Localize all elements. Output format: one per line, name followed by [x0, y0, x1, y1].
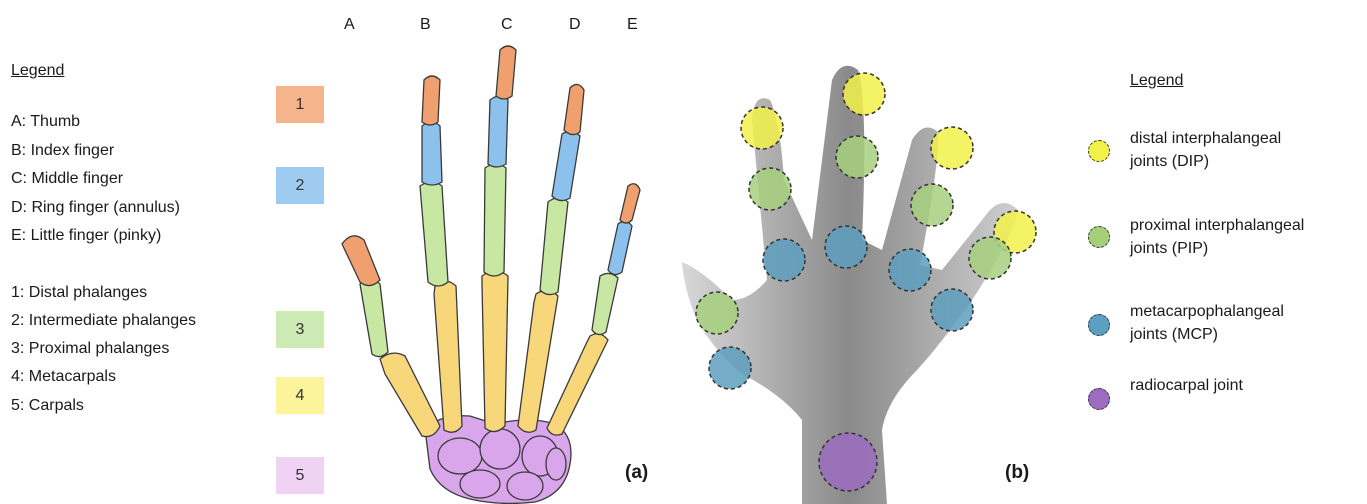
legend-item-carpals: 5: Carpals: [11, 396, 84, 415]
dip-label-line1: distal interphalangeal: [1130, 127, 1281, 150]
metacarpal-bones: [380, 271, 608, 437]
pip-swatch-icon: [1088, 226, 1110, 248]
intermediate-phalanges: [422, 96, 632, 275]
panel-label-b: (b): [1005, 462, 1029, 484]
bone-box-3: 3: [276, 311, 324, 348]
legend-item-proximal: 3: Proximal phalanges: [11, 339, 169, 358]
column-letter-e: E: [627, 16, 638, 34]
column-letter-d: D: [569, 16, 581, 34]
dip-label-line2: joints (DIP): [1130, 150, 1209, 173]
column-letter-b: B: [420, 16, 431, 34]
right-legend-title: Legend: [1130, 72, 1183, 90]
radiocarpal-joint: [819, 433, 877, 491]
dip-swatch-icon: [1088, 140, 1110, 162]
pip-label-line2: joints (PIP): [1130, 237, 1208, 260]
bone-box-5: 5: [276, 457, 324, 494]
bone-box-4: 4: [276, 377, 324, 414]
hand-skeleton-illustration: [330, 44, 670, 504]
mcp-label-line1: metacarpophalangeal: [1130, 300, 1284, 323]
legend-item-metacarpals: 4: Metacarpals: [11, 367, 116, 386]
legend-item-intermediate: 2: Intermediate phalanges: [11, 311, 256, 330]
radiocarpal-swatch-icon: [1088, 388, 1110, 410]
hand-photo-panel: [672, 0, 1057, 504]
legend-item-little: E: Little finger (pinky): [11, 226, 161, 245]
legend-item-ring: D: Ring finger (annulus): [11, 198, 180, 217]
mcp-swatch-icon: [1088, 314, 1110, 336]
bone-box-1: 1: [276, 86, 324, 123]
bone-box-2: 2: [276, 167, 324, 204]
column-letter-c: C: [501, 16, 513, 34]
legend-item-index: B: Index finger: [11, 141, 114, 160]
mcp-label-line2: joints (MCP): [1130, 323, 1218, 346]
pip-label-line1: proximal interphalangeal: [1130, 214, 1304, 237]
legend-item-thumb: A: Thumb: [11, 112, 80, 131]
panel-label-a: (a): [625, 462, 648, 484]
column-letter-a: A: [344, 16, 355, 34]
left-legend-title: Legend: [11, 62, 64, 80]
radiocarpal-label: radiocarpal joint: [1130, 374, 1243, 397]
legend-item-middle: C: Middle finger: [11, 169, 123, 188]
legend-item-distal: 1: Distal phalanges: [11, 283, 147, 302]
